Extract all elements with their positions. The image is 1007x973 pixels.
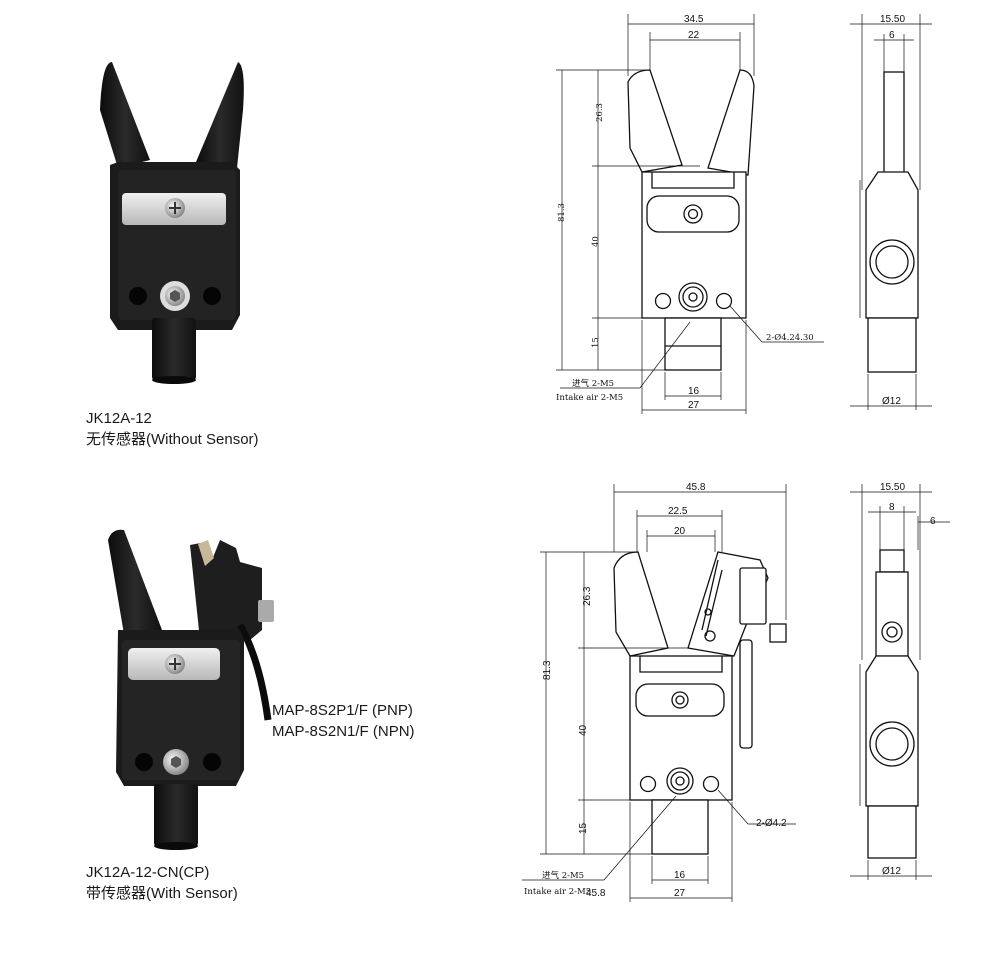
drawing-1-side [859, 71, 919, 373]
product-1-caption: JK12A-12 无传感器(Without Sensor) [86, 408, 259, 450]
dim-1-body-height: 40 [591, 236, 601, 247]
drawing-1-front [627, 69, 755, 371]
product-photo-2 [108, 529, 274, 850]
product-2-caption: JK12A-12-CN(CP) 带传感器(With Sensor) [86, 862, 238, 904]
dim-2-air-overlap: 45.8 [586, 888, 606, 899]
dim-2-jaw-height: 26.3 [582, 586, 593, 606]
dim-2-air-cn: 进气 2-M5 [542, 870, 584, 881]
dim-2-stem-width: 16 [674, 870, 686, 881]
sensor-cable [236, 623, 272, 721]
dim-1-base-width: 27 [688, 400, 700, 411]
product-2-desc: 带传感器(With Sensor) [86, 885, 238, 902]
dim-2-side-inner: 8 [889, 502, 895, 513]
dim-2-overall-width: 45.8 [686, 482, 706, 493]
drawing-2-front [613, 551, 787, 855]
dim-2-side-width: 15.50 [880, 482, 905, 493]
product-1-desc: 无传感器(Without Sensor) [86, 431, 259, 448]
product-1-model: JK12A-12 [86, 410, 152, 427]
product-photo-1 [100, 62, 244, 384]
drawing-2-side [859, 549, 919, 859]
dim-1-side-inner: 6 [889, 30, 895, 41]
dim-2-base-width: 27 [674, 888, 686, 899]
dim-2-top-width: 22.5 [668, 506, 688, 517]
dim-1-air-en: Intake air 2-M5 [556, 393, 623, 403]
dim-1-air-cn: 进气 2-M5 [572, 378, 614, 389]
drawing-2-dimensions [522, 484, 796, 902]
drawing-1-side-dims [850, 14, 932, 410]
dim-2-total-height: 81.3 [542, 660, 553, 680]
dim-1-side-width: 15.50 [880, 14, 905, 25]
dim-1-top-width: 34.5 [684, 14, 704, 25]
dim-2-body-height: 40 [578, 724, 589, 736]
dim-2-stem-height: 15 [578, 822, 589, 834]
drawing-2-side-dims [850, 484, 950, 880]
dim-2-side-offset: 6 [930, 516, 936, 527]
dim-1-stem-width: 16 [688, 386, 700, 397]
dim-2-air-en: Intake air 2-M5 [524, 887, 591, 897]
dim-2-dia: Ø12 [882, 866, 901, 877]
dim-1-inner-width: 22 [688, 30, 700, 41]
sensor-npn-label: MAP-8S2N1/F (NPN) [272, 723, 415, 740]
drawing-1-dimensions [556, 14, 824, 414]
dim-2-inner-width: 20 [674, 526, 686, 537]
dim-2-hole-note: 2-Ø4.2 [756, 818, 787, 829]
dim-1-dia: Ø12 [882, 396, 901, 407]
product-2-model: JK12A-12-CN(CP) [86, 864, 210, 881]
dim-1-jaw-height: 26.3 [595, 103, 605, 122]
dim-1-stem-height: 15 [591, 337, 601, 348]
dim-1-hole-note: 2-Ø4.24.30 [766, 332, 814, 343]
sensor-pnp-label: MAP-8S2P1/F (PNP) [272, 702, 413, 719]
sensor-models: MAP-8S2P1/F (PNP) MAP-8S2N1/F (NPN) [272, 700, 415, 742]
dim-1-total-height: 81.3 [557, 203, 567, 222]
sensor-nut [258, 600, 274, 622]
